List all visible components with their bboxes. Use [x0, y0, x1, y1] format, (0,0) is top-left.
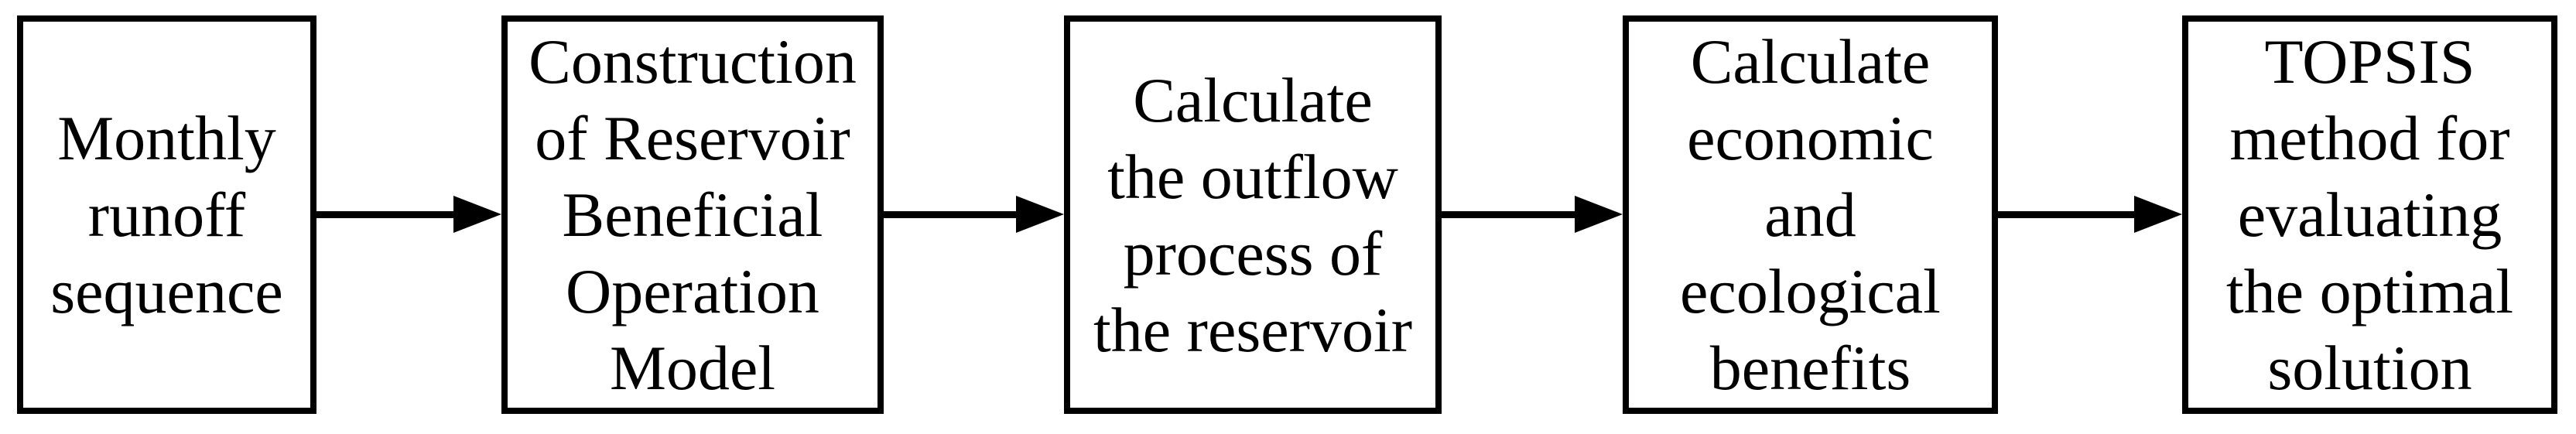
- step-box-construction-of-model: Construction of Reservoir Beneficial Ope…: [501, 15, 884, 414]
- arrowhead-icon: [1016, 196, 1064, 233]
- step-text-line: and: [1764, 179, 1856, 250]
- flow-arrow-1: [314, 196, 501, 233]
- flow-arrow-2: [882, 196, 1064, 233]
- step-text-line: method for: [2229, 103, 2510, 173]
- arrow-line: [882, 210, 1016, 218]
- step-box-monthly-runoff-sequence: Monthly runoff sequence: [17, 15, 316, 414]
- step-text-line: ecological: [1680, 256, 1941, 326]
- arrow-line: [1440, 210, 1575, 218]
- step-box-calculate-outflow-process: Calculate the outflow process of the res…: [1064, 15, 1442, 414]
- step-text-line: benefits: [1709, 333, 1911, 403]
- step-text-line: TOPSIS: [2264, 26, 2475, 97]
- step-text-line: runoff: [87, 179, 246, 250]
- step-text-line: Calculate: [1690, 26, 1931, 97]
- flow-arrow-4: [1996, 196, 2182, 233]
- arrowhead-icon: [453, 196, 501, 233]
- step-text-line: Monthly: [57, 103, 276, 173]
- arrow-line: [1996, 210, 2134, 218]
- step-text-line: economic: [1687, 103, 1934, 173]
- step-text-line: Operation: [566, 256, 819, 326]
- step-text-line: of Reservoir: [535, 103, 850, 173]
- step-box-topsis-evaluation: TOPSIS method for evaluating the optimal…: [2182, 15, 2557, 414]
- step-text-line: solution: [2267, 333, 2472, 403]
- step-text-line: sequence: [50, 256, 283, 326]
- step-text-line: the optimal: [2225, 256, 2514, 326]
- step-text-line: the reservoir: [1093, 294, 1413, 365]
- step-text-line: evaluating: [2237, 179, 2502, 250]
- step-text-line: the outflow: [1107, 141, 1398, 212]
- step-box-calculate-benefits: Calculate economic and ecological benefi…: [1623, 15, 1998, 414]
- step-text-line: Calculate: [1133, 64, 1373, 135]
- arrowhead-icon: [1575, 196, 1623, 233]
- step-text-line: Construction: [529, 26, 857, 97]
- step-text-line: Beneficial: [562, 179, 823, 250]
- flow-arrow-3: [1440, 196, 1623, 233]
- step-text-line: process of: [1123, 217, 1383, 289]
- arrow-line: [314, 210, 453, 218]
- arrowhead-icon: [2134, 196, 2182, 233]
- step-text-line: Model: [609, 333, 776, 403]
